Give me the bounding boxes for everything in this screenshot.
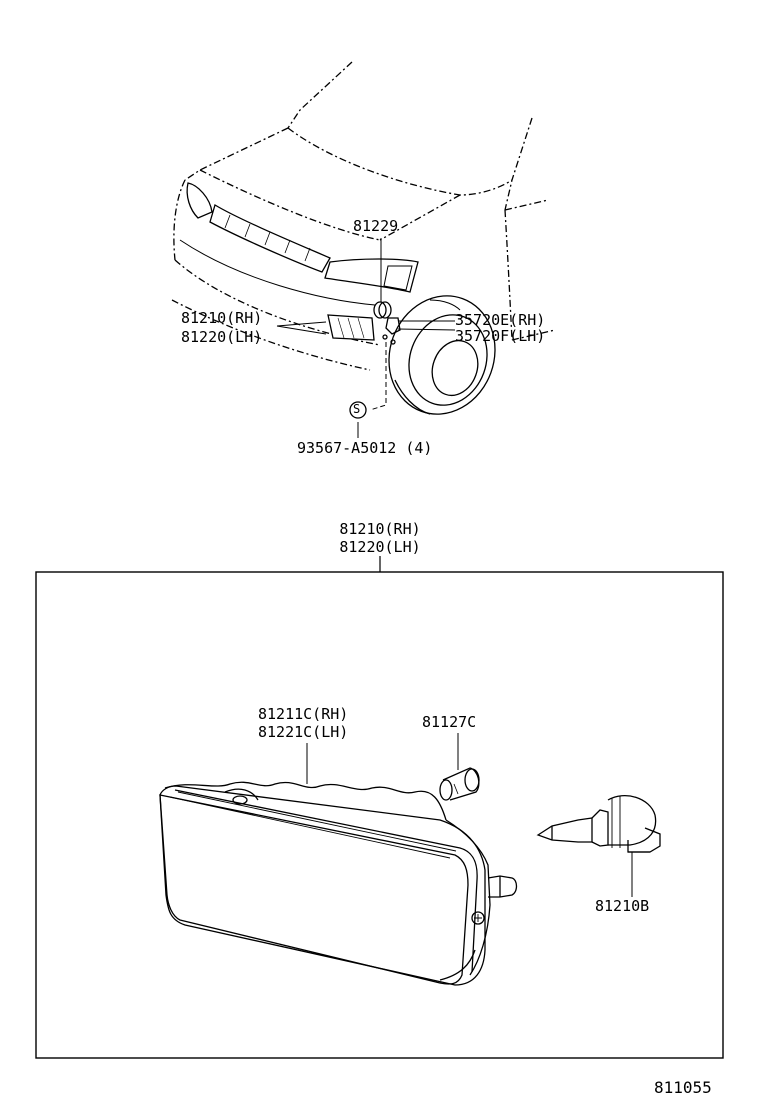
bulb-81210b [536,795,661,853]
callout-lamp-lh: 81220(LH) [181,328,263,346]
detail-header-rh: 81210(RH) [339,520,421,538]
socket-81127c [439,767,480,801]
callout-lens-rh: 81211C(RH) [258,705,349,723]
callout-lamp-rh: 81210(RH) [181,309,263,327]
callout-bulb: 81210B [595,897,650,915]
callout-bracket-rh: 35720E(RH) [455,311,546,329]
car-body-outline [171,61,556,371]
right-headlamp [324,258,419,293]
bumper-edge [179,239,461,311]
callout-socket: 81127C [422,713,477,731]
detail-header-lh: 81220(LH) [339,538,421,556]
overview-bracket [382,317,401,345]
callout-screw: 93567-A5012 (4) [297,439,433,457]
overview-socket [373,301,392,319]
detail-leaders [306,733,633,897]
callout-lens-lh: 81221C(LH) [258,723,349,741]
overview-leaders [276,238,456,438]
screw-symbol-circle [349,401,367,419]
figure-number: 811055 [654,1078,712,1097]
fog-lamp-housing [159,781,518,986]
screw-symbol: S [353,402,361,416]
grille [209,204,331,273]
front-wheel [388,295,496,415]
callout-81229: 81229 [353,217,399,235]
left-headlamp [186,182,213,219]
overview-fog-lamp [327,314,375,341]
callout-bracket-lh: 35720F(LH) [455,327,546,345]
